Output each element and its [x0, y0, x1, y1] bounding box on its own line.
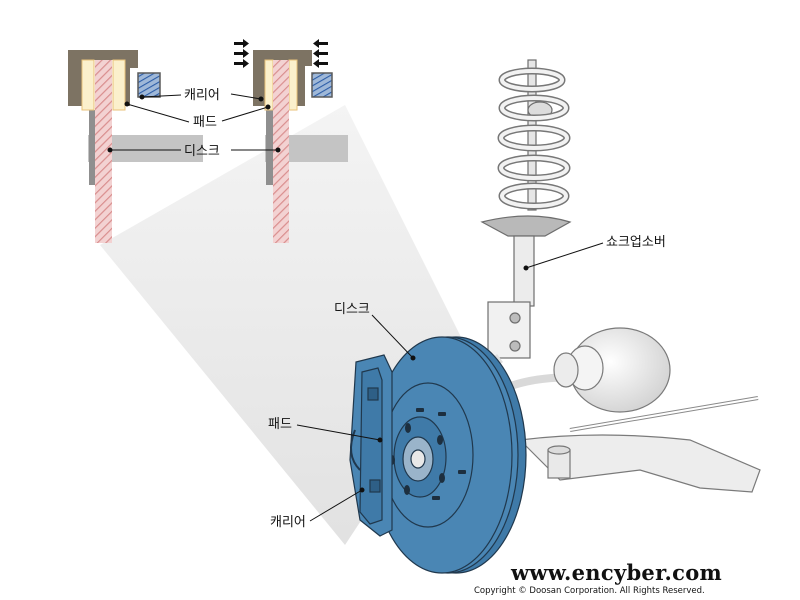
disc-vents [416, 408, 466, 500]
strut-bracket [487, 301, 531, 359]
label-disc-main: 디스크 [334, 302, 370, 317]
label-carrier-main: 캐리어 [270, 515, 306, 530]
piston-spring [137, 72, 161, 98]
pad-left [264, 59, 274, 111]
label-pad-detail: 패드 [193, 115, 217, 130]
pad-right [288, 59, 298, 111]
copyright-notice: Copyright © Doosan Corporation. All Righ… [474, 586, 705, 596]
label-pad-main: 패드 [268, 417, 292, 432]
pad-left [81, 59, 95, 111]
disc-cross-section [95, 60, 112, 243]
tie-rod-end [547, 445, 571, 479]
detail-released [68, 50, 203, 243]
label-shock-absorber: 쇼크업소버 [606, 235, 666, 250]
pressure-arrows-right-icon [234, 39, 249, 68]
label-disc-detail: 디스크 [184, 144, 220, 159]
brake-disc [371, 336, 527, 574]
label-carrier-detail: 캐리어 [184, 88, 220, 103]
disc-cross-section [273, 60, 289, 243]
piston-spring [311, 72, 333, 98]
pad-right [112, 59, 126, 111]
drive-shaft-boot [553, 327, 671, 413]
main-leaders [296, 242, 604, 522]
pressure-arrows-left-icon [313, 39, 328, 68]
website-url: www.encyber.com [511, 560, 723, 585]
lug-studs [389, 423, 445, 495]
detail-leaders [107, 93, 281, 153]
